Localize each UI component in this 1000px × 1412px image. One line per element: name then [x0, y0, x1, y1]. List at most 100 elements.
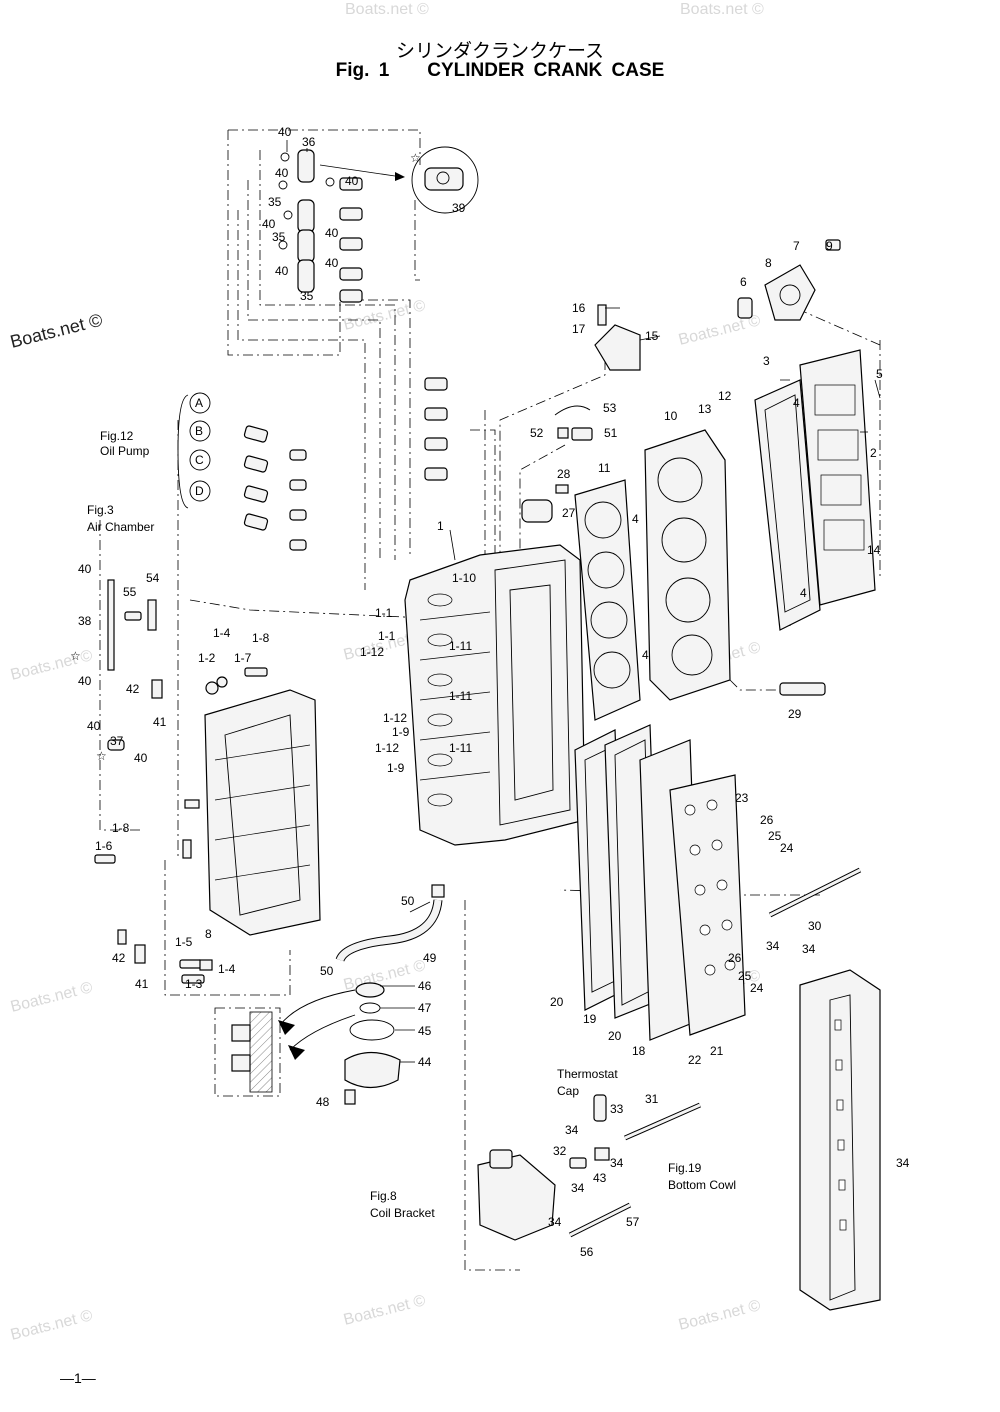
callout: 9: [826, 239, 833, 253]
callout: 56: [580, 1245, 594, 1259]
hose-49: [335, 884, 445, 963]
callout: 54: [146, 571, 160, 585]
callout: 40: [78, 674, 92, 688]
ref-oil-pump-fig: Fig.12: [100, 429, 134, 443]
callout: 1-10: [452, 571, 476, 585]
callout: 41: [135, 977, 149, 991]
callout: 19: [583, 1012, 597, 1026]
star-mark: ☆: [96, 749, 107, 763]
callout: 1-8: [112, 821, 130, 835]
callout: 8: [765, 256, 772, 270]
callout: 14: [867, 543, 881, 557]
callout: 48: [316, 1095, 330, 1109]
callout: 26: [728, 951, 742, 965]
callout: 42: [112, 951, 126, 965]
clip-group: [554, 405, 593, 441]
callout: 52: [530, 426, 544, 440]
callout: 1-12: [360, 645, 384, 659]
callout: 55: [123, 585, 137, 599]
callout: 21: [710, 1044, 724, 1058]
callout: 34: [896, 1156, 910, 1170]
callout: 34: [565, 1123, 579, 1137]
callout: 40: [262, 217, 276, 231]
callout: 40: [275, 166, 289, 180]
callout: 1-12: [383, 711, 407, 725]
callout: 17: [572, 322, 586, 336]
exhaust-guide: [799, 969, 881, 1311]
water-outlet-assembly: [737, 239, 841, 321]
callout: 34: [610, 1156, 624, 1170]
callout: 4: [793, 396, 800, 410]
callout: 37: [110, 734, 124, 748]
callout: 20: [608, 1029, 622, 1043]
ref-bottom-cowl-fig: Fig.19: [668, 1161, 702, 1175]
callout: 13: [698, 402, 712, 416]
callout: 28: [557, 467, 571, 481]
callout: 1-1: [378, 629, 396, 643]
thermostat-assembly: [477, 1094, 702, 1241]
bracket-15: [594, 304, 641, 371]
callout: 34: [766, 939, 780, 953]
callout: 1-8: [252, 631, 270, 645]
callout: 1-2: [198, 651, 216, 665]
small-bolts-left: [94, 579, 268, 984]
callout: 47: [418, 1001, 432, 1015]
head-cover-gaskets: [754, 349, 876, 631]
callout: 40: [134, 751, 148, 765]
ref-coil-bracket-fig: Fig.8: [370, 1189, 397, 1203]
callout: 4: [800, 586, 807, 600]
callout: 6: [740, 275, 747, 289]
callout: 40: [275, 264, 289, 278]
callout: 39: [452, 201, 466, 215]
callout: 20: [550, 995, 564, 1009]
assembly-guide-lines: [99, 129, 881, 1271]
callout: 26: [760, 813, 774, 827]
callout: 36: [302, 135, 316, 149]
circle-letter-b: B: [195, 424, 203, 438]
callout: 1-9: [392, 725, 410, 739]
callout: 45: [418, 1024, 432, 1038]
circle-letter-d: D: [195, 484, 204, 498]
callout: 31: [645, 1092, 659, 1106]
callout: 1-5: [175, 935, 193, 949]
exhaust-cover-gaskets: [574, 724, 746, 1041]
callout: 5: [876, 367, 883, 381]
callout: 1: [437, 519, 444, 533]
callout: 1-4: [218, 962, 236, 976]
callout: 16: [572, 301, 586, 315]
star-mark: ☆: [70, 649, 81, 663]
callout: 1-4: [213, 626, 231, 640]
watermark: Boats.net ©: [345, 1, 429, 18]
callout: 38: [78, 614, 92, 628]
callout: 1-6: [95, 839, 113, 853]
ref-bottom-cowl-name: Bottom Cowl: [668, 1178, 736, 1192]
callout: 11: [598, 461, 611, 475]
seal-inset: [214, 1007, 281, 1097]
ref-coil-bracket-name: Coil Bracket: [370, 1206, 435, 1220]
callout: 1-11: [449, 741, 472, 755]
callout: 7: [793, 239, 800, 253]
callout: 27: [562, 506, 576, 520]
callout: 50: [401, 894, 415, 908]
callout: 34: [548, 1215, 562, 1229]
callout: 1-12: [375, 741, 399, 755]
callout: 40: [87, 719, 101, 733]
leader-lines: [286, 140, 881, 1063]
callout: 49: [423, 951, 437, 965]
callout: 12: [718, 389, 732, 403]
callout: 3: [763, 354, 770, 368]
callout: 29: [788, 707, 802, 721]
callout: 32: [553, 1144, 567, 1158]
star-mark: ☆: [410, 151, 421, 165]
ref-air-chamber-fig: Fig.3: [87, 503, 114, 517]
callout: 33: [610, 1102, 624, 1116]
cylinder-head: [644, 429, 731, 701]
callout: 30: [808, 919, 822, 933]
crankcase-cover: [204, 689, 321, 936]
watermark: Boats.net ©: [680, 1, 764, 18]
callout: 34: [571, 1181, 585, 1195]
callout: 1-3: [185, 977, 203, 991]
callout: 4: [642, 648, 649, 662]
callout: 43: [593, 1171, 607, 1185]
